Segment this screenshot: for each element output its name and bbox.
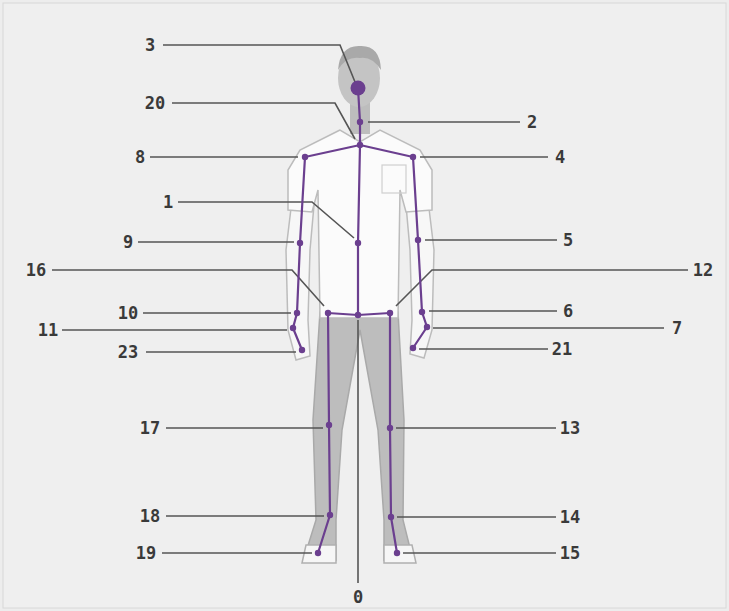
callout-number: 15 bbox=[560, 545, 580, 562]
callout-number: 20 bbox=[145, 95, 165, 112]
callout-number: 4 bbox=[555, 149, 565, 166]
skeleton-bones bbox=[293, 88, 427, 553]
callout-number: 3 bbox=[145, 37, 155, 54]
callout-number: 7 bbox=[672, 320, 682, 337]
callout-number: 9 bbox=[123, 234, 133, 251]
callout-number: 16 bbox=[26, 262, 46, 279]
person-figure bbox=[286, 46, 434, 563]
callout-number: 14 bbox=[560, 509, 580, 526]
joint-dots bbox=[290, 81, 430, 557]
leader-lines bbox=[52, 45, 688, 583]
callout-number: 0 bbox=[353, 589, 363, 606]
callout-number: 11 bbox=[38, 322, 58, 339]
callout-number: 10 bbox=[118, 305, 138, 322]
callout-number: 12 bbox=[693, 262, 713, 279]
callout-number: 5 bbox=[563, 232, 573, 249]
callout-number: 8 bbox=[135, 149, 145, 166]
callout-number: 23 bbox=[118, 344, 138, 361]
panel bbox=[3, 3, 726, 608]
callout-number: 1 bbox=[163, 194, 173, 211]
callout-number: 13 bbox=[560, 420, 580, 437]
callout-number: 21 bbox=[552, 341, 572, 358]
callout-number: 17 bbox=[140, 420, 160, 437]
callout-number: 19 bbox=[136, 545, 156, 562]
callout-number: 6 bbox=[563, 303, 573, 320]
callout-number: 2 bbox=[527, 114, 537, 131]
callout-number: 18 bbox=[140, 508, 160, 525]
